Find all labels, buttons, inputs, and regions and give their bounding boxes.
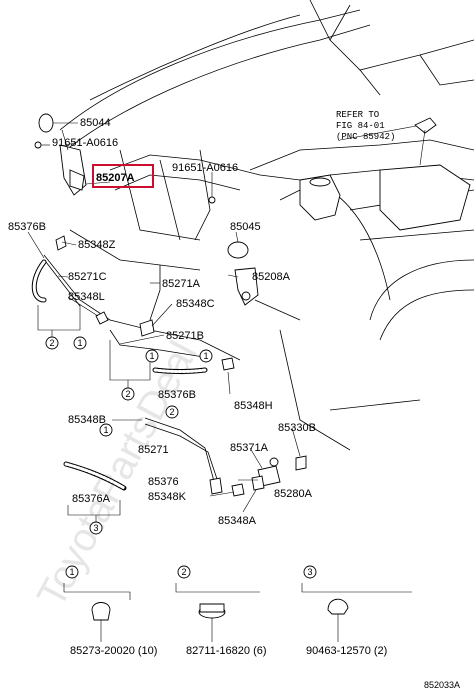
callout-1-left xyxy=(73,336,87,350)
callout-2-center-text: 2 xyxy=(125,389,130,399)
label-85376b-mid[interactable]: 85376B xyxy=(158,389,196,401)
legend: 1 85273-20020 (10) 2 82711-16820 (6) 3 9… xyxy=(63,565,412,657)
part-85376a[interactable] xyxy=(63,461,127,491)
legend-2-part-number: 82711-16820 (6) xyxy=(186,645,267,657)
label-85271b[interactable]: 85271B xyxy=(166,330,204,342)
callout-1-right-text: 1 xyxy=(203,351,208,361)
legend-1-part-number: 85273-20020 (10) xyxy=(70,645,157,657)
callout-2-left-text: 2 xyxy=(49,338,54,348)
label-85348h[interactable]: 85348H xyxy=(234,400,273,412)
label-85271a[interactable]: 85271A xyxy=(162,278,201,290)
label-85271c[interactable]: 85271C xyxy=(68,271,107,283)
part-85280a[interactable] xyxy=(257,457,281,487)
svg-text:3: 3 xyxy=(307,567,312,577)
part-85271a[interactable] xyxy=(149,265,161,321)
legend-item-2[interactable]: 2 82711-16820 (6) xyxy=(175,565,267,657)
label-85348c[interactable]: 85348C xyxy=(176,298,215,310)
label-85330b[interactable]: 85330B xyxy=(278,422,316,434)
callout-group-left: 2 1 xyxy=(37,305,87,350)
refer-line-3: (PNC 85942) xyxy=(336,132,395,142)
joint-85348h[interactable] xyxy=(221,357,235,371)
joint-85348k[interactable] xyxy=(231,483,245,497)
callout-1-lower-text: 1 xyxy=(103,425,108,435)
part-85271b[interactable] xyxy=(109,329,211,359)
legend-item-3[interactable]: 3 90463-12570 (2) xyxy=(301,565,412,657)
highlight-box-85207a xyxy=(92,164,154,188)
part-91651-bolt-right[interactable] xyxy=(208,196,216,204)
label-85271[interactable]: 85271 xyxy=(138,444,169,456)
svg-text:1: 1 xyxy=(69,567,74,577)
diagram-code: 852033A xyxy=(424,680,460,690)
label-85348z[interactable]: 85348Z xyxy=(78,239,116,251)
label-85371a[interactable]: 85371A xyxy=(230,442,269,454)
callout-3-lower-text: 3 xyxy=(93,523,98,533)
label-85348k[interactable]: 85348K xyxy=(148,491,187,503)
callout-1-center-text: 1 xyxy=(149,351,154,361)
part-85271c[interactable] xyxy=(43,254,241,361)
part-labels: 85044 91651-A0616 85207A 91651-A0616 853… xyxy=(8,117,316,527)
callout-1-left-text: 1 xyxy=(77,338,82,348)
callout-group-lower: 1 2 3 xyxy=(67,405,179,535)
label-85208a[interactable]: 85208A xyxy=(252,271,291,283)
refer-line-1: REFER TO xyxy=(336,110,379,120)
part-91651-bolt-left[interactable] xyxy=(34,141,50,149)
label-85044[interactable]: 85044 xyxy=(80,117,111,129)
part-85271[interactable] xyxy=(144,417,223,495)
label-85348l[interactable]: 85348L xyxy=(68,291,105,303)
part-85208a[interactable] xyxy=(234,267,259,306)
label-85348a[interactable]: 85348A xyxy=(218,515,257,527)
refer-line-2: FIG 84-01 xyxy=(336,121,385,131)
joint-85348l[interactable] xyxy=(95,311,109,325)
label-91651-a0616-right[interactable]: 91651-A0616 xyxy=(172,162,238,174)
part-85376b-mid[interactable] xyxy=(152,367,208,374)
label-85045[interactable]: 85045 xyxy=(230,221,261,233)
part-85207a[interactable] xyxy=(59,129,87,196)
label-91651-a0616-left[interactable]: 91651-A0616 xyxy=(52,137,118,149)
refer-note: REFER TO FIG 84-01 (PNC 85942) xyxy=(336,110,395,142)
part-85376b-top[interactable] xyxy=(31,235,67,303)
label-85280a[interactable]: 85280A xyxy=(274,488,313,500)
washer-tank xyxy=(299,117,471,231)
label-85376a[interactable]: 85376A xyxy=(72,493,111,505)
joint-85348c[interactable] xyxy=(139,319,155,337)
part-85330b[interactable] xyxy=(295,455,307,471)
svg-text:2: 2 xyxy=(181,567,186,577)
part-85045[interactable] xyxy=(227,241,249,259)
callout-2-left xyxy=(45,336,59,350)
part-85044[interactable] xyxy=(38,113,78,133)
joint-85348a[interactable] xyxy=(251,475,265,491)
label-85207a[interactable]: 85207A xyxy=(96,172,135,184)
leader-lines xyxy=(27,125,417,513)
callout-2-lower-text: 2 xyxy=(169,407,174,417)
legend-3-part-number: 90463-12570 (2) xyxy=(306,645,387,657)
label-85376b-top[interactable]: 85376B xyxy=(8,221,46,233)
callout-group-center: 2 1 1 xyxy=(109,340,213,401)
label-85348b[interactable]: 85348B xyxy=(68,414,106,426)
label-85376[interactable]: 85376 xyxy=(148,476,179,488)
legend-item-1[interactable]: 1 85273-20020 (10) xyxy=(63,565,157,657)
